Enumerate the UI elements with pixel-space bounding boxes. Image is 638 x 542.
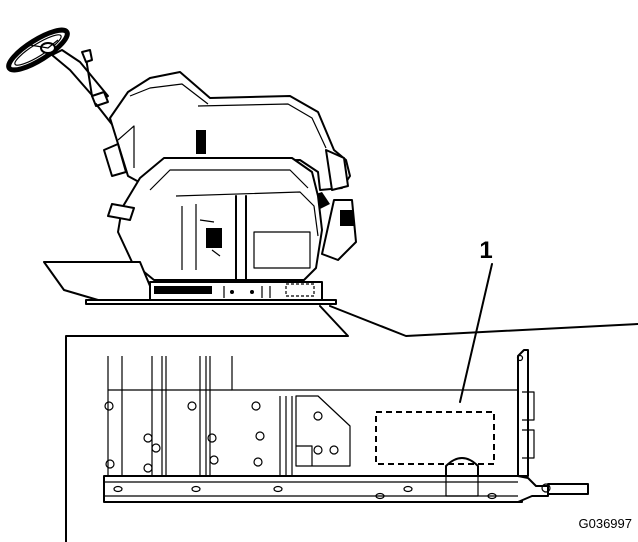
mounting-holes <box>104 401 339 473</box>
steering-wheel <box>6 27 70 73</box>
machine-overview <box>6 27 357 305</box>
lower-frame <box>43 261 337 305</box>
id-plate-location <box>375 411 495 465</box>
callout-1: 1 <box>459 237 493 403</box>
steering-column <box>51 49 119 133</box>
end-bracket <box>516 349 589 503</box>
figure-id: G036997 <box>579 516 633 531</box>
callout-number: 1 <box>479 237 492 264</box>
rail-holes <box>113 485 497 500</box>
zoom-connector <box>65 305 638 542</box>
side-cowling <box>107 157 357 283</box>
detail-view <box>103 349 589 503</box>
